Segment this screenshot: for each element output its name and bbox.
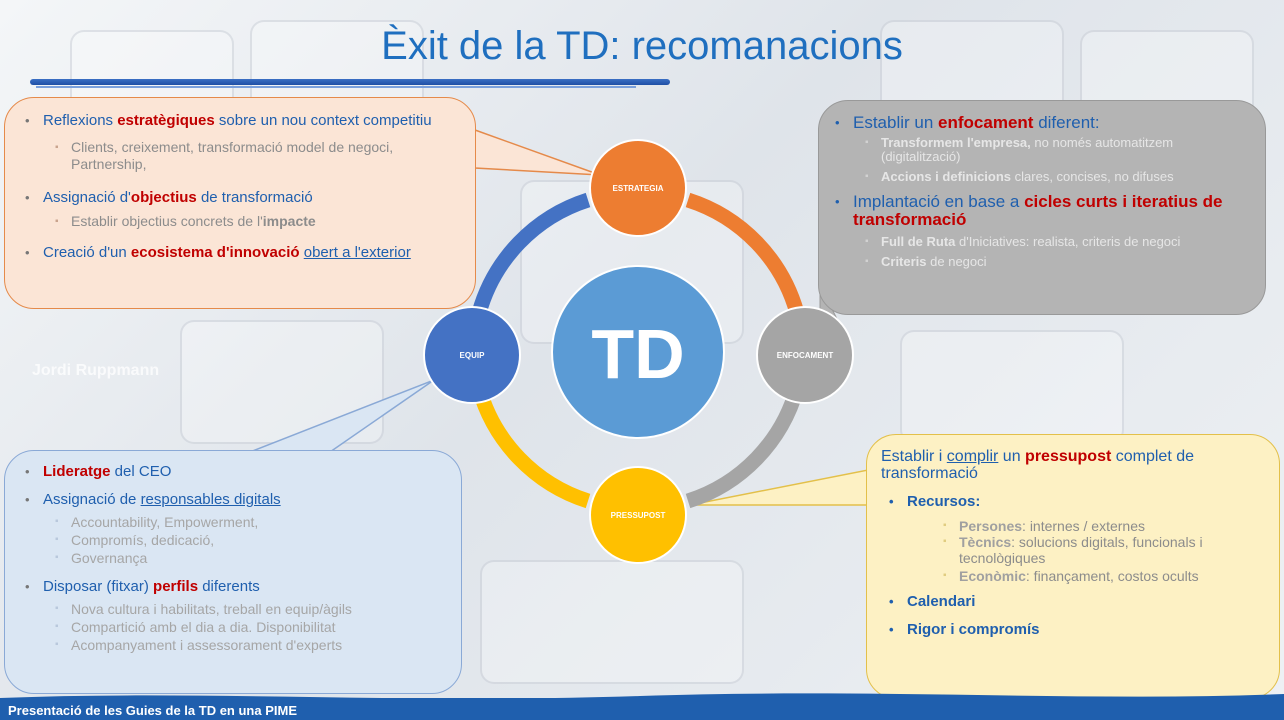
footer-text: Presentació de les Guies de la TD en una…: [8, 703, 297, 718]
enfocament-subitem-1: Transformem l'empresa, no només automati…: [835, 136, 1251, 164]
equip-subitem-5: Compartició amb el dia a dia. Disponibil…: [25, 618, 447, 636]
estrategia-callout-pointer: [474, 128, 601, 176]
pressupost-intro: Establir i complir un pressupost complet…: [881, 448, 1195, 482]
ring-arc-right-bottom: [685, 385, 805, 509]
center-td-label: TD: [591, 315, 684, 393]
author-name: Jordi Ruppmann: [32, 362, 160, 379]
equip-subitem-3: Governança: [25, 549, 447, 567]
enfocament-subitem-2: Accions i definicions clares, concises, …: [835, 170, 1251, 185]
ring-arc-left-top: [471, 192, 591, 316]
equip-item-3: Disposar (fitxar) perfils diferents: [25, 577, 447, 596]
pressupost-subitem-2: Tècnics: solucions digitals, funcionals …: [889, 534, 1265, 566]
node-pressupost-label: PRESSUPOST: [611, 511, 666, 520]
pressupost-callout: Establir i complir un pressupost complet…: [866, 434, 1280, 699]
estrategia-callout: Reflexions estratègiques sobre un nou co…: [4, 97, 476, 309]
equip-subitem-4: Nova cultura i habilitats, treball en eq…: [25, 600, 447, 618]
slide-title: Èxit de la TD: recomanacions: [381, 24, 903, 68]
equip-subitem-1: Accountability, Empowerment,: [25, 513, 447, 531]
node-enfocament: [756, 306, 854, 404]
ring-arc-bottom-left: [471, 385, 591, 509]
node-estrategia: [589, 139, 687, 237]
equip-item-2: Assignació de responsables digitals: [25, 490, 447, 509]
equip-item-1: Lideratge del CEO: [25, 462, 447, 481]
estrategia-item-1: Reflexions estratègiques sobre un nou co…: [25, 111, 457, 130]
node-enfocament-label: ENFOCAMENT: [777, 351, 834, 360]
ring-arc-top-right: [685, 192, 805, 316]
pressupost-subitem-1: Persones: internes / externes: [889, 518, 1265, 534]
node-pressupost: [589, 466, 687, 564]
center-td-circle: [551, 265, 725, 439]
pressupost-item-rigor: Rigor i compromís: [889, 620, 1265, 639]
equip-callout-pointer: [249, 379, 435, 453]
enfocament-item-1: Establir un enfocament diferent:: [835, 114, 1251, 133]
equip-subitem-6: Acompanyament i assessorament d'experts: [25, 636, 447, 654]
enfocament-subitem-4: Criteris de negoci: [835, 255, 1251, 270]
equip-subitem-2: Compromís, dedicació,: [25, 531, 447, 549]
estrategia-subitem-2: Establir objectius concrets de l'impacte: [25, 213, 457, 230]
estrategia-item-2: Assignació d'objectius de transformació: [25, 188, 457, 207]
node-equip: [423, 306, 521, 404]
pressupost-item-recursos: Recursos:: [889, 492, 1265, 511]
footer-bar: [0, 698, 1284, 720]
enfocament-callout: Establir un enfocament diferent: Transfo…: [818, 100, 1266, 315]
enfocament-item-2: Implantació en base a cicles curts i ite…: [835, 193, 1251, 229]
title-underline: [30, 79, 670, 85]
node-equip-label: EQUIP: [460, 351, 486, 360]
enfocament-subitem-3: Full de Ruta d'Iniciatives: realista, cr…: [835, 235, 1251, 250]
title-underline-accent: [36, 86, 636, 88]
node-estrategia-label: ESTRATEGIA: [613, 184, 664, 193]
pressupost-item-calendari: Calendari: [889, 592, 1265, 611]
pressupost-subitem-3: Econòmic: finançament, costos ocults: [889, 568, 1265, 584]
estrategia-item-3: Creació d'un ecosistema d'innovació ober…: [25, 243, 457, 262]
equip-callout: Lideratge del CEO Assignació de responsa…: [4, 450, 462, 694]
estrategia-subitem-1: Clients, creixement, transformació model…: [25, 139, 457, 173]
obert-exterior-link: obert a l'exterior: [303, 244, 411, 261]
